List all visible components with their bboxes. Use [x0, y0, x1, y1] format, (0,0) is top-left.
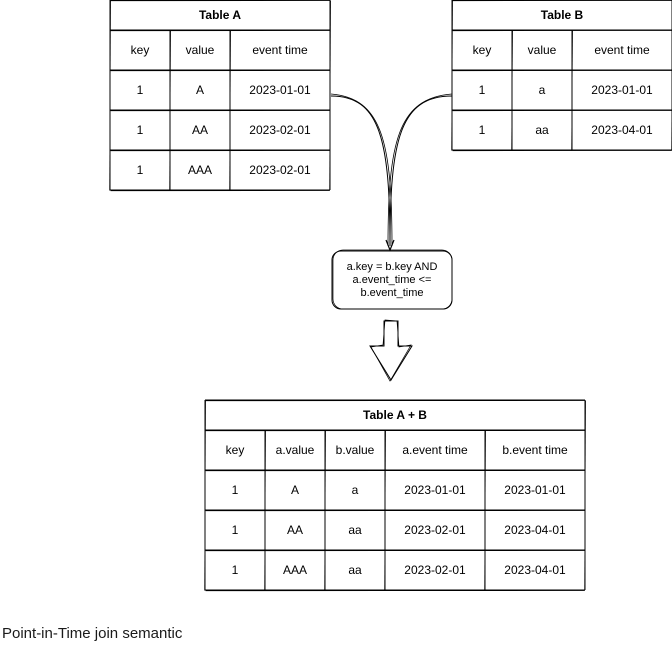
column-header: key [131, 43, 150, 57]
table-title: Table A + B [363, 408, 427, 422]
column-header: a.event time [402, 443, 468, 457]
column-header: key [226, 443, 245, 457]
table-cell: AA [192, 123, 208, 137]
table-cell: 1 [232, 483, 239, 497]
table-cell: aa [535, 123, 549, 137]
table-cell: 1 [479, 83, 486, 97]
table-cell: 1 [232, 523, 239, 537]
connector-table-b [389, 95, 453, 247]
table-cell: 2023-02-01 [249, 123, 311, 137]
table-cell: 2023-01-01 [591, 83, 653, 97]
table-b: Table B key value event time 1 a 2023-01-01 1 aa… [451, 0, 672, 152]
table-cell: A [291, 483, 299, 497]
table-cell: a [539, 83, 546, 97]
condition-line-3: b.event_time [360, 286, 424, 299]
column-header: b.value [336, 443, 375, 457]
table-background [205, 400, 585, 590]
table-cell: 2023-04-01 [504, 523, 566, 537]
column-header: b.event time [502, 443, 568, 457]
connector-table-b-sketch [387, 93, 453, 247]
table-cell: aa [348, 523, 362, 537]
column-header: key [473, 43, 492, 57]
table-cell: A [196, 83, 204, 97]
table-cell: 1 [137, 163, 144, 177]
column-header: event time [594, 43, 650, 57]
table-cell: 1 [232, 563, 239, 577]
column-header: a.value [276, 443, 315, 457]
down-arrow-icon [369, 320, 413, 381]
condition-line-2: a.event_time <= [352, 273, 432, 286]
table-cell: a [352, 483, 359, 497]
table-cell: AAA [283, 563, 307, 577]
down-arrow-sketch [370, 319, 412, 382]
table-cell: 2023-01-01 [504, 483, 566, 497]
table-cell: 1 [137, 83, 144, 97]
connector-table-a-sketch [330, 93, 393, 247]
join-condition: a.key = b.key AND a.event_time <= b.even… [332, 251, 452, 309]
table-cell: 2023-02-01 [404, 523, 466, 537]
table-background [110, 0, 330, 190]
table-cell: AA [287, 523, 303, 537]
column-header: value [186, 43, 215, 57]
column-header: value [528, 43, 557, 57]
table-cell: 2023-04-01 [591, 123, 653, 137]
table-cell: 2023-01-01 [249, 83, 311, 97]
table-cell: 2023-02-01 [249, 163, 311, 177]
table-cell: AAA [188, 163, 212, 177]
condition-box-sketch [332, 249, 453, 310]
table-background [452, 0, 672, 150]
condition-line-1: a.key = b.key AND [346, 260, 438, 273]
table-cell: 2023-01-01 [404, 483, 466, 497]
table-cell: 1 [479, 123, 486, 137]
table-cell: 1 [137, 123, 144, 137]
table-cell: 2023-04-01 [504, 563, 566, 577]
column-header: event time [252, 43, 308, 57]
diagram-caption: Point-in-Time join semantic [2, 625, 183, 642]
table-cell: aa [348, 563, 362, 577]
table-title: Table B [541, 8, 584, 22]
table-ab: Table A + B key a.value b.value a.event time… [204, 399, 586, 592]
connector-table-a [330, 95, 391, 247]
table-title: Table A [199, 8, 241, 22]
table-cell: 2023-02-01 [404, 563, 466, 577]
